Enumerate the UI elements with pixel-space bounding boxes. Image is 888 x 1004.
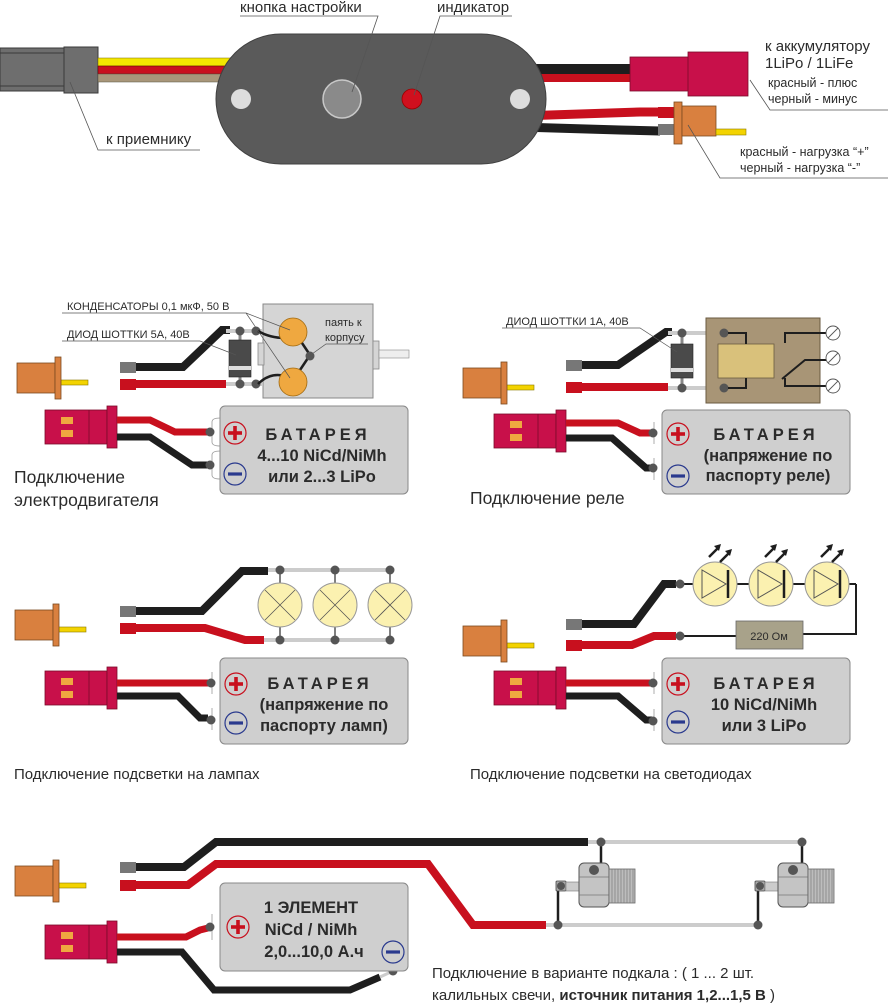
battery <box>219 882 409 972</box>
receiver-label: к приемнику <box>106 131 192 148</box>
battery-line-1: (напряжение по <box>704 447 833 465</box>
battery-title: БАТАРЕЯ <box>713 675 818 693</box>
motor-circuit <box>16 303 410 400</box>
leds-battery <box>493 657 851 745</box>
lamp <box>367 582 413 628</box>
capacitor <box>278 367 308 397</box>
battery-black-label: черный - минус <box>768 92 857 106</box>
indicator-label: индикатор <box>437 0 509 16</box>
capacitors-label: КОНДЕНСАТОРЫ 0,1 мкФ, 50 В <box>67 301 229 313</box>
jst-connector <box>493 666 567 710</box>
battery-line-1: (напряжение по <box>260 696 389 714</box>
schottky-diode <box>228 339 252 378</box>
relay-circuit <box>462 317 841 405</box>
jst-connector <box>493 409 567 453</box>
bec-connector <box>14 603 87 647</box>
battery-line-2: паспорту ламп) <box>260 717 388 735</box>
relay-terminals <box>825 325 841 394</box>
module-body <box>215 33 547 165</box>
load-red-label: красный - нагрузка “+” <box>740 145 869 159</box>
indicator-led <box>401 88 423 110</box>
schottky-diode <box>670 343 694 379</box>
motor-caption-1: Подключение <box>14 467 125 487</box>
mount-hole-right <box>510 89 530 109</box>
battery-line-1: 1 ЭЛЕМЕНТ <box>264 899 358 917</box>
jst-connector <box>44 666 118 710</box>
led <box>803 542 851 608</box>
mount-hole-left <box>231 89 251 109</box>
battery-line-1: 10 NiCd/NiMh <box>711 696 817 714</box>
bec-connector <box>462 361 535 405</box>
battery-title: БАТАРЕЯ <box>713 426 818 444</box>
lamp <box>257 582 303 628</box>
bec-connector <box>16 356 89 400</box>
load-connector <box>681 105 717 137</box>
battery <box>219 657 409 745</box>
battery-title: БАТАРЕЯ <box>267 675 372 693</box>
relay-caption: Подключение реле <box>470 488 625 508</box>
capacitor <box>278 317 308 347</box>
resistor <box>735 620 804 650</box>
battery <box>661 409 851 495</box>
battery-line-3: 2,0...10,0 А.ч <box>264 943 363 961</box>
caption-bold-part: источник питания 1,2...1,5 В <box>559 987 766 1004</box>
jst-connector <box>44 920 118 964</box>
caption-normal-part: калильных свечи, <box>432 987 559 1004</box>
diode-label: ДИОД ШОТТКИ 5А, 40В <box>67 329 190 341</box>
receiver-connector <box>0 47 67 92</box>
battery-title: БАТАРЕЯ <box>265 426 370 444</box>
button-label: кнопка настройки <box>240 0 362 16</box>
glow-caption-2: калильных свечи, источник питания 1,2...… <box>432 987 775 1004</box>
glow-caption-1: Подключение в варианте подкала : ( 1 ...… <box>432 965 754 982</box>
glow-battery <box>44 882 409 994</box>
solder-label-2: корпусу <box>325 332 365 344</box>
load-black-label: черный - нагрузка “-” <box>740 161 860 175</box>
battery-label-1: к аккумулятору <box>765 38 870 55</box>
motor-battery <box>44 405 409 495</box>
battery-red-label: красный - плюс <box>768 76 857 90</box>
battery-line-2: паспорту реле) <box>706 467 831 485</box>
lamps-battery <box>44 657 409 745</box>
solder-label-1: паять к <box>325 317 362 329</box>
battery-line-2: NiCd / NiMh <box>265 921 358 939</box>
resistor-label: 220 Ом <box>750 631 788 643</box>
setup-button[interactable] <box>322 79 362 119</box>
lamp <box>312 582 358 628</box>
battery-line-2: или 3 LiPo <box>722 717 807 735</box>
leds-circuit <box>462 542 857 663</box>
lamps-circuit <box>14 565 413 647</box>
battery <box>219 405 409 495</box>
battery <box>661 657 851 745</box>
motor-caption-2: электродвигателя <box>14 490 159 510</box>
battery-label-2: 1LiPo / 1LiFe <box>765 55 853 72</box>
caption-end-part: ) <box>766 987 775 1004</box>
glow-plug <box>555 862 636 908</box>
led <box>747 542 795 608</box>
relay-battery <box>493 409 851 495</box>
led <box>691 542 739 608</box>
relay-diode-label: ДИОД ШОТТКИ 1А, 40В <box>506 316 629 328</box>
signal-wire <box>97 57 234 67</box>
switch-module <box>0 15 888 179</box>
battery-line-1: 4...10 NiCd/NiMh <box>257 447 386 465</box>
lamps-caption: Подключение подсветки на лампах <box>14 766 260 783</box>
battery-line-2: или 2...3 LiPo <box>268 468 376 486</box>
jst-connector <box>44 405 118 449</box>
glow-circuit <box>14 837 835 930</box>
bec-connector <box>462 619 535 663</box>
leds-caption: Подключение подсветки на светодиодах <box>470 766 752 783</box>
battery-connector <box>629 56 691 92</box>
bec-connector <box>14 859 87 903</box>
relay-coil <box>717 343 775 379</box>
glow-plug <box>754 862 835 908</box>
